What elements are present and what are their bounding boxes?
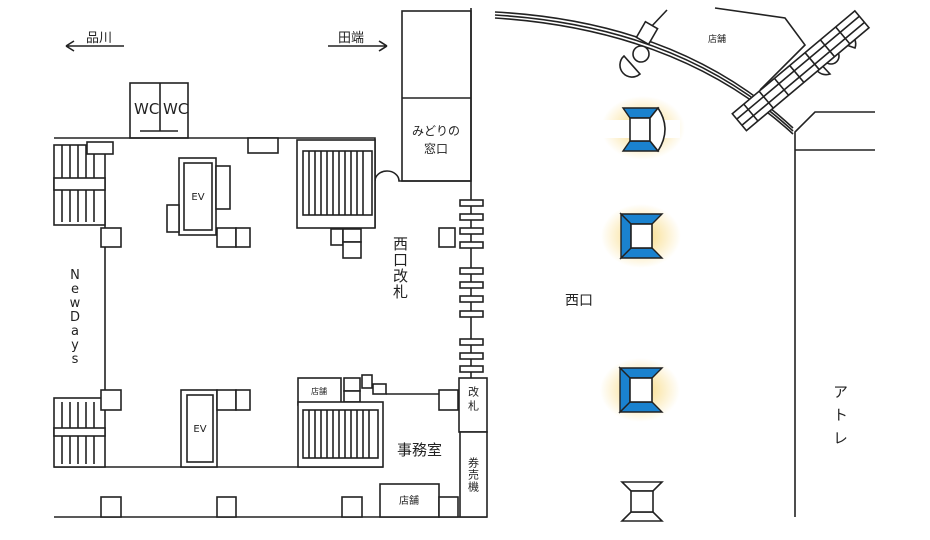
escalator-icon[interactable] <box>600 358 680 422</box>
west-gate-text: 西口改札 <box>391 236 409 300</box>
newdays-shop[interactable]: NewDays <box>68 268 83 366</box>
stairs-right-upper <box>296 139 376 229</box>
wc-label: WC <box>134 100 159 118</box>
escalator-icon[interactable] <box>600 96 685 160</box>
wc-label: WC <box>163 100 188 118</box>
gate-label: 改札 <box>467 385 480 414</box>
restroom[interactable]: WC WC <box>129 82 189 139</box>
building-block <box>401 10 472 182</box>
midori-label-1: みどりの <box>412 124 460 138</box>
direction-tabata: 田端 <box>328 31 388 52</box>
shop-label: 店舗 <box>399 494 419 507</box>
direction-label-left: 品川 <box>86 31 112 46</box>
midori-label-2: 窓口 <box>424 141 448 156</box>
ticket-gates <box>459 199 484 378</box>
direction-shinagawa: 品川 <box>65 31 124 52</box>
escalator-icon[interactable] <box>601 204 681 268</box>
atre-label: アトレ <box>831 384 849 453</box>
shop-label: 店舗 <box>708 33 726 45</box>
ticket-machines-label: 券売機 <box>467 456 480 493</box>
shop-top[interactable]: 店舗 <box>708 7 807 91</box>
stairs-right-lower <box>297 401 384 468</box>
pillar-icon <box>619 45 650 78</box>
shop-small[interactable]: 店舗 <box>297 377 342 406</box>
atre-building[interactable] <box>794 111 875 517</box>
ticket-machines[interactable]: 券売機 <box>459 431 488 518</box>
ev-label: EV <box>191 192 204 203</box>
ev-label: EV <box>193 424 206 435</box>
elevator-upper[interactable]: EV <box>178 157 217 236</box>
railway-bridge <box>731 9 871 132</box>
shop-bottom[interactable]: 店舗 <box>379 483 440 518</box>
west-gate-label: 西口改札 <box>391 236 409 300</box>
gate-booth[interactable]: 改札 <box>458 377 488 433</box>
direction-label-right: 田端 <box>338 31 364 46</box>
office-label: 事務室 <box>397 441 442 459</box>
west-exit-label: 西口 <box>565 293 593 309</box>
stairs-left-lower <box>53 397 106 468</box>
midori-no-madoguchi[interactable]: みどりの 窓口 <box>412 124 460 156</box>
stairway-exit-icon[interactable] <box>620 481 664 522</box>
stairs-left-upper <box>53 141 114 226</box>
newdays-label: NewDays <box>68 268 83 366</box>
shop-label: 店舗 <box>311 386 327 396</box>
elevator-lower[interactable]: EV <box>180 389 218 468</box>
